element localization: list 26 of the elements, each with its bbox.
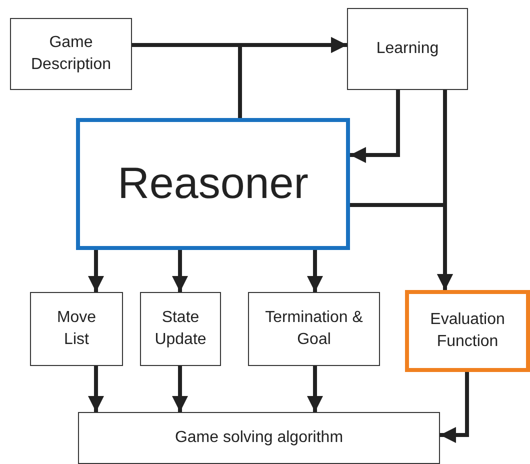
reasoner-box xyxy=(76,118,350,250)
node-label: Termination & Goal xyxy=(264,308,364,350)
arrow xyxy=(440,372,469,443)
arrow xyxy=(88,250,104,292)
node-label: Evaluation Function xyxy=(429,310,506,352)
arrow xyxy=(172,250,188,292)
arrow xyxy=(238,37,347,118)
process-box xyxy=(347,8,468,90)
node-label: Game Description xyxy=(30,33,112,75)
evaluation-box xyxy=(405,290,530,372)
arrow xyxy=(307,250,323,292)
arrow xyxy=(307,366,323,412)
node-label: State Update xyxy=(154,308,208,350)
arrow xyxy=(350,203,453,290)
node-label: Move List xyxy=(56,308,98,350)
arrow xyxy=(350,90,400,163)
process-box xyxy=(78,412,440,464)
process-box xyxy=(140,292,221,366)
arrow xyxy=(172,366,188,412)
node-label: Game solving algorithm xyxy=(174,428,344,448)
process-box xyxy=(248,292,380,366)
arrow xyxy=(88,366,104,412)
process-box xyxy=(10,18,132,90)
node-label: Learning xyxy=(375,39,440,60)
node-label: Reasoner xyxy=(116,158,310,210)
process-box xyxy=(30,292,123,366)
